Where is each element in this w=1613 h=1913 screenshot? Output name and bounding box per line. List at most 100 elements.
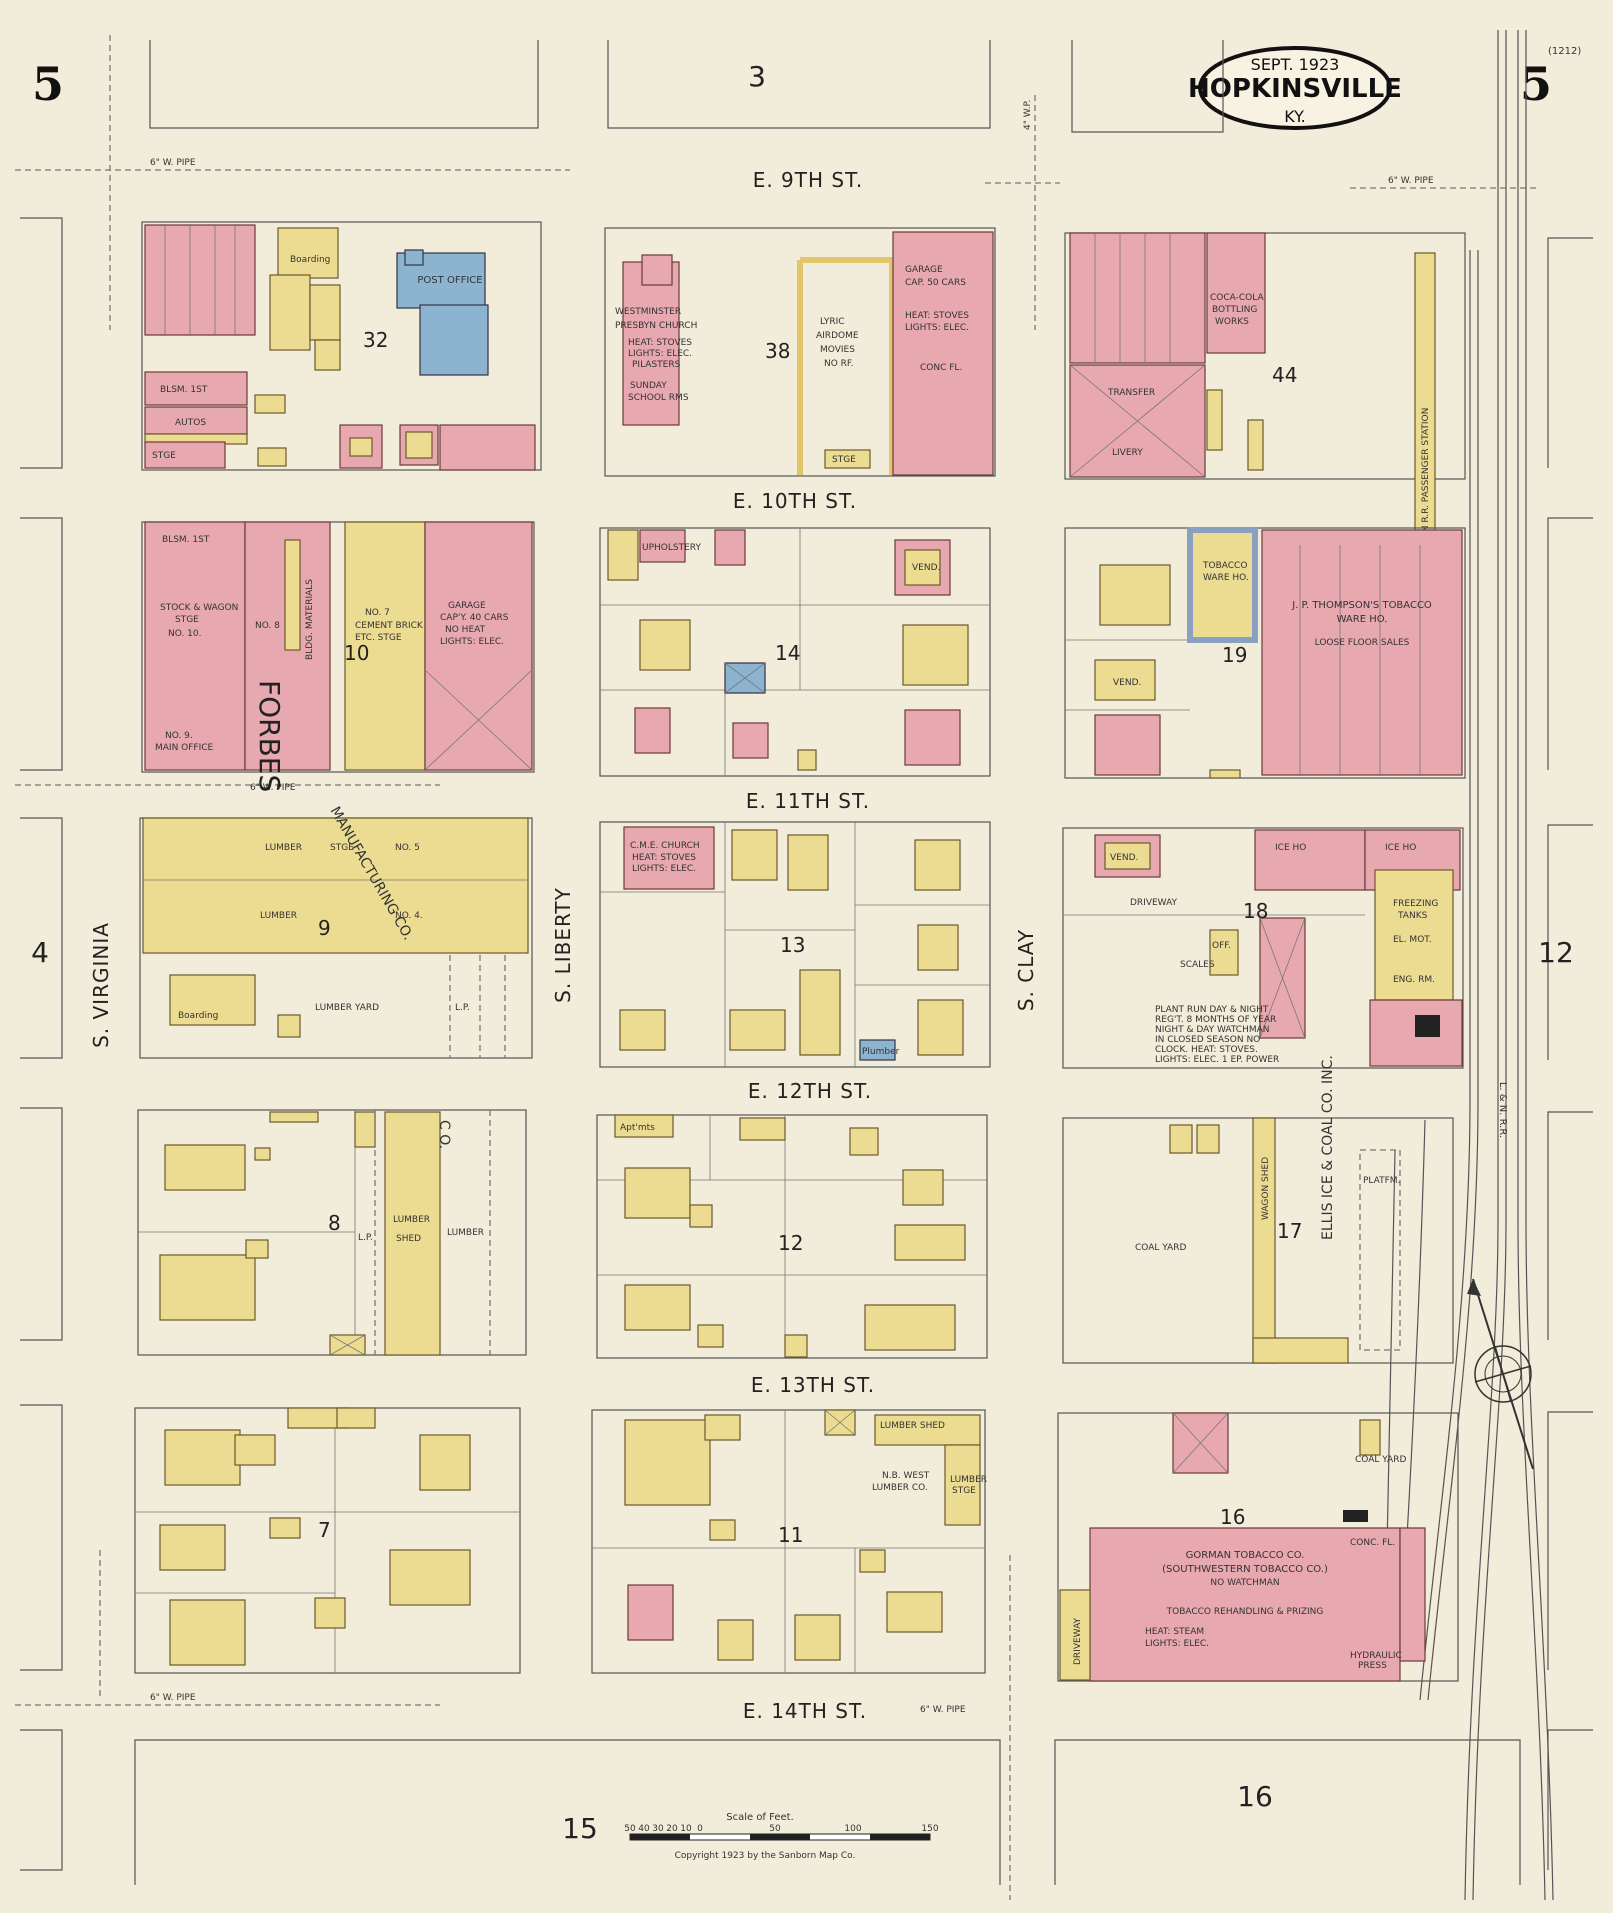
sunday-school-2: SCHOOL RMS	[628, 393, 689, 403]
garage-10th	[424, 521, 533, 771]
street-labels: E. 9TH ST. E. 10TH ST. E. 11TH ST. E. 12…	[89, 168, 1508, 1723]
lumber-shed-13-label: LUMBER SHED	[880, 1421, 945, 1431]
block-13-number: 13	[780, 933, 805, 957]
sunday-school-1: SUNDAY	[630, 381, 667, 391]
copyright: Copyright 1923 by the Sanborn Map Co.	[675, 1851, 856, 1861]
street-liberty: S. LIBERTY	[551, 887, 575, 1003]
lp-label-8: L.P.	[358, 1233, 373, 1243]
lumber-label-8: LUMBER	[447, 1228, 484, 1238]
thompson-3: LOOSE FLOOR SALES	[1315, 638, 1410, 648]
coca-cola-3: WORKS	[1215, 317, 1249, 327]
pipe-label-14th-east: 6" W. PIPE	[920, 1705, 966, 1715]
coca-cola-2: BOTTLING	[1212, 305, 1257, 315]
plant-note-6: LIGHTS: ELEC. 1 EP. POWER	[1155, 1055, 1279, 1065]
plant-note-3: NIGHT & DAY WATCHMAN	[1155, 1025, 1270, 1035]
scale-tick-6: 0	[697, 1824, 703, 1834]
block-32: Boarding POST OFFICE BLSM. 1ST AUTOS STG…	[141, 221, 542, 471]
wagon-shed	[1252, 1117, 1276, 1364]
livery-label: LIVERY	[1112, 448, 1143, 458]
coal-yard-16: COAL YARD	[1355, 1455, 1406, 1465]
pipe-label-11th: 6" W. PIPE	[250, 783, 296, 793]
block-13: C.M.E. CHURCH HEAT: STOVES LIGHTS: ELEC.…	[599, 821, 991, 1068]
no9-2: MAIN OFFICE	[155, 743, 214, 753]
lumber-shed-2: SHED	[396, 1234, 421, 1244]
scales-label: SCALES	[1180, 960, 1215, 970]
garage-9th-4: LIGHTS: ELEC.	[905, 323, 969, 333]
plant-note-4: IN CLOSED SEASON NO	[1155, 1035, 1260, 1045]
cme-church	[623, 826, 715, 890]
block-7: 7	[134, 1407, 521, 1674]
lyric-3: MOVIES	[820, 345, 855, 355]
stock-wagon-1: STOCK & WAGON	[160, 603, 238, 613]
cme-church-2: HEAT: STOVES	[632, 853, 696, 863]
garage-9th	[892, 231, 994, 476]
adjoining-sheet-bottom: 15 16	[134, 1739, 1521, 1885]
lyric-airdome	[797, 257, 895, 475]
block-14-number: 14	[775, 641, 800, 665]
forbes-stock-wagon	[144, 521, 246, 771]
street-e13th: E. 13TH ST.	[751, 1373, 875, 1397]
adjoin-right-number: 12	[1538, 936, 1574, 969]
cme-church-3: LIGHTS: ELEC.	[632, 864, 696, 874]
ice-ho-label-2: ICE HO	[1385, 843, 1416, 853]
garage-10th-4: LIGHTS: ELEC.	[440, 637, 504, 647]
lyric-1: LYRIC	[820, 317, 845, 327]
boarding-label-9: Boarding	[178, 1011, 218, 1021]
eng-rm-label: ENG. RM.	[1393, 975, 1435, 985]
block-44-number: 44	[1272, 363, 1297, 387]
sheet-ref: (1212)	[1548, 46, 1581, 57]
passenger-station-label: L & N R.R. PASSENGER STATION	[1421, 408, 1431, 550]
westminster-label-1: WESTMINSTER	[615, 307, 681, 317]
vend-label-18: VEND.	[1110, 853, 1138, 863]
scale-tick-1: 50	[624, 1824, 636, 1834]
coal-yard-label: COAL YARD	[1135, 1243, 1186, 1253]
no7-1: NO. 7	[365, 608, 390, 618]
block-38-number: 38	[765, 339, 790, 363]
no8-label: NO. 8	[255, 621, 280, 631]
adjoining-sheet-top: 3	[149, 40, 1224, 133]
scale-tick-8: 100	[844, 1824, 861, 1834]
block-18-number: 18	[1243, 899, 1268, 923]
block-11-number: 11	[778, 1523, 803, 1547]
el-mot-label: EL. MOT.	[1393, 935, 1432, 945]
pipe-label-clay: 4" W.P.	[1023, 100, 1033, 130]
garage-9th-2: CAP. 50 CARS	[905, 278, 966, 288]
compass-rose	[1467, 1278, 1534, 1470]
block-9: LUMBER STGE NO. 5 LUMBER NO. 4. MANUFACT…	[139, 804, 533, 1059]
garage-9th-3: HEAT: STOVES	[905, 311, 969, 321]
plant-note-2: REG'T. 8 MONTHS OF YEAR	[1155, 1015, 1276, 1025]
forbes-label: FORBES	[253, 680, 286, 792]
blsm-planing	[144, 371, 248, 406]
westminster-church	[622, 261, 680, 426]
railroad-tracks	[1384, 30, 1554, 1901]
street-e10th: E. 10TH ST.	[733, 489, 857, 513]
garage-10th-2: CAP'Y. 40 CARS	[440, 613, 509, 623]
garage-9th-5: CONC FL.	[920, 363, 962, 373]
street-e14th: E. 14TH ST.	[743, 1699, 867, 1723]
tobacco-ware-2: WARE HO.	[1203, 573, 1249, 583]
thompson-1: J. P. THOMPSON'S TOBACCO	[1291, 600, 1432, 611]
scale-tick-4: 20	[666, 1824, 678, 1834]
blsm-planing-label: BLSM. 1ST	[160, 385, 208, 395]
pipe-label-9th: 6" W. PIPE	[150, 158, 196, 168]
street-railroad: L. & N. R.R.	[1497, 1082, 1508, 1138]
boarding-label: Boarding	[290, 255, 330, 265]
scale-tick-9: 150	[921, 1824, 938, 1834]
scale-of-feet: Scale of Feet. 50 40 30 20 10 0 50 100 1…	[624, 1812, 939, 1861]
gorman-1: GORMAN TOBACCO CO.	[1186, 1550, 1305, 1561]
ellis-ice-label: ELLIS ICE & COAL CO. INC.	[1320, 1055, 1336, 1240]
no9-1: NO. 9.	[165, 731, 193, 741]
westminster-label-2: PRESBYN CHURCH	[615, 321, 697, 331]
block-8-number: 8	[328, 1211, 341, 1235]
lumber-yard-label: LUMBER YARD	[315, 1003, 379, 1013]
conc-fl-label: CONC. FL.	[1350, 1538, 1395, 1548]
lumber-shed	[384, 1111, 441, 1356]
lyric-4: NO RF.	[824, 359, 854, 369]
block-19-number: 19	[1222, 643, 1247, 667]
gorman-2: (SOUTHWESTERN TOBACCO CO.)	[1162, 1564, 1328, 1575]
block-8: LUMBER SHED LUMBER L.P. C O. 8	[137, 1109, 527, 1356]
block-14: UPHOLSTERY VEND. 14	[599, 527, 991, 777]
gorman-5: HEAT: STEAM	[1145, 1627, 1204, 1637]
tobacco-ware-1: TOBACCO	[1202, 561, 1247, 571]
lumber-stge-5-b: STGE	[330, 843, 354, 853]
